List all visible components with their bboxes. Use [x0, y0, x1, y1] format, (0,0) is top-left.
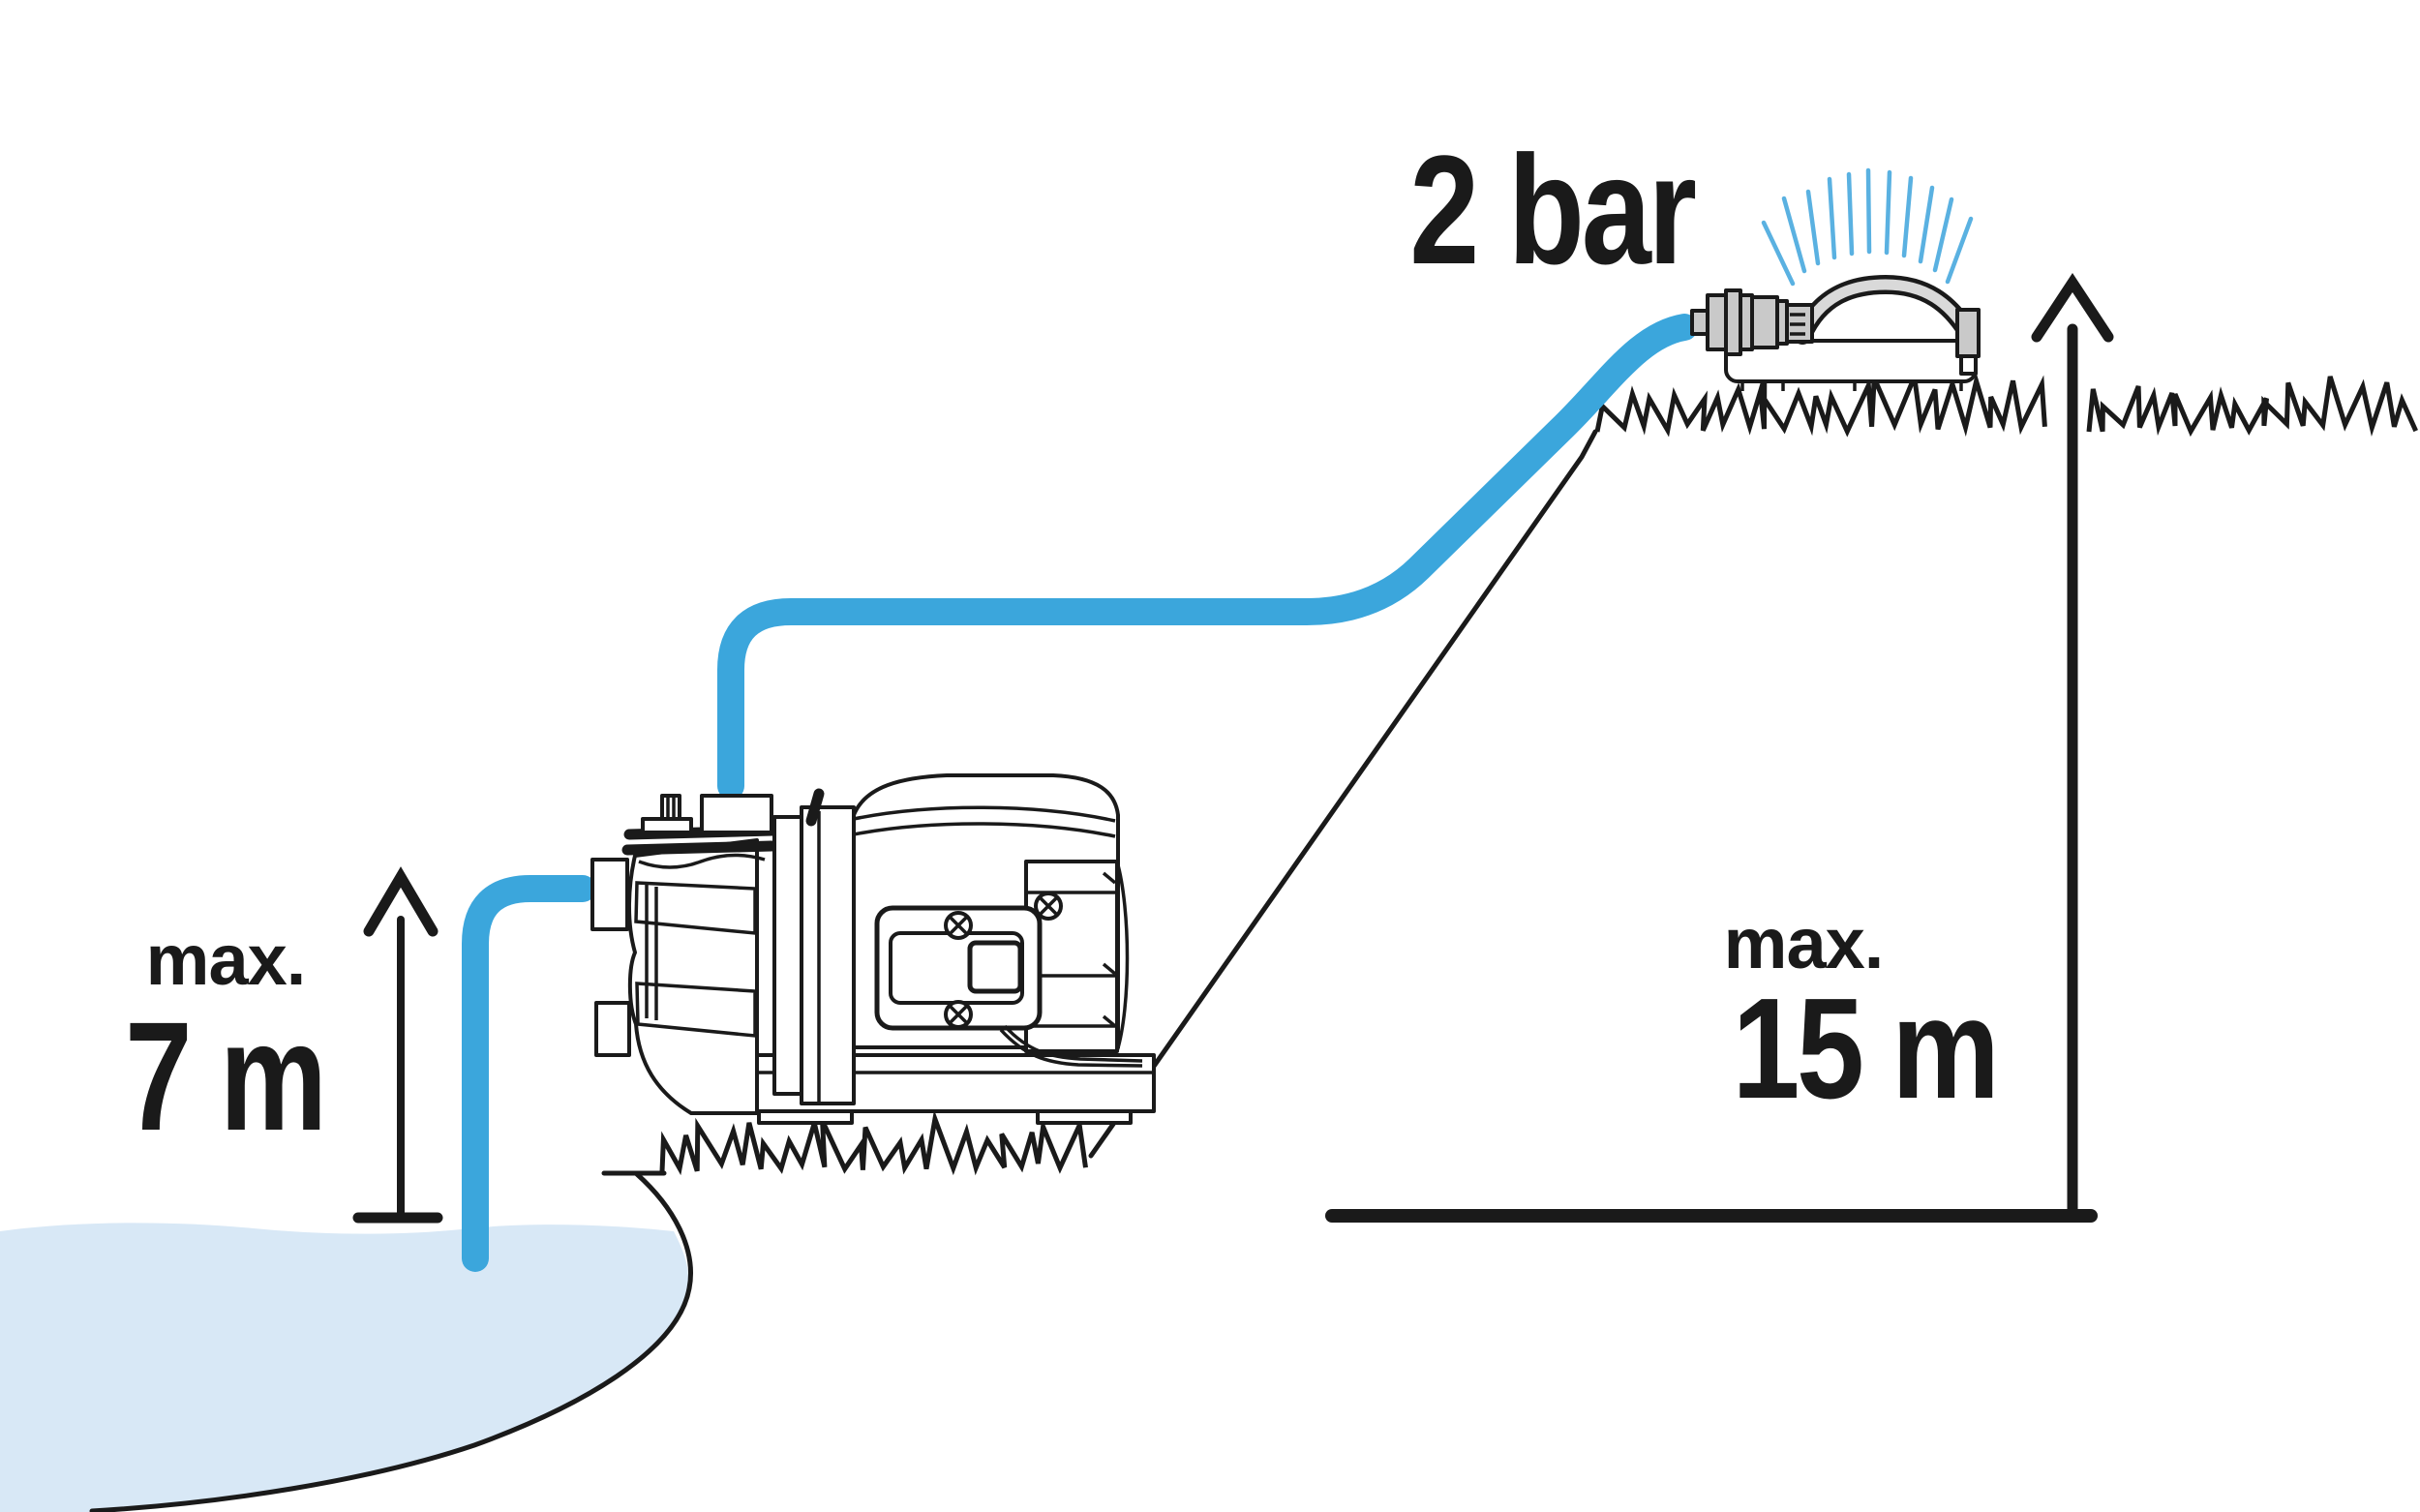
grass-upper-left [1594, 367, 2047, 438]
suction-max-label: max. [146, 920, 306, 1000]
suction-height-label: 7 m [125, 990, 324, 1163]
pump-nozzle-step [641, 817, 693, 834]
pump-motor-corner [805, 788, 825, 827]
suction-hose [462, 875, 596, 1272]
screw-icon [944, 1000, 973, 1029]
arch-end-cap [1955, 308, 1981, 358]
pump-filler-nozzle-lines [666, 798, 676, 817]
pump-lower-flange [594, 1001, 631, 1057]
delivery-arrow-head-icon [2031, 273, 2114, 343]
oscillating-sprinkler [1690, 167, 1981, 391]
grass-upper-right [2086, 376, 2418, 438]
pump-outlet-box [700, 794, 773, 834]
hose-connector [1690, 288, 1814, 356]
delivery-hose [717, 314, 1698, 800]
pump-control-panel [874, 905, 1043, 1031]
pressure-label: 2 bar [1409, 123, 1695, 296]
screw-icon [1034, 892, 1063, 921]
spray-arch-tube [1797, 279, 1973, 341]
connector-ring-tall [1724, 288, 1742, 356]
fin-notches [1102, 871, 1117, 1028]
suction-arrow-head-icon [363, 866, 439, 937]
pump-collar-narrow [772, 815, 803, 1096]
delivery-height-dimension [1325, 273, 2114, 1223]
pump-inlet-flange [590, 858, 629, 931]
pump-head-band-upper [634, 881, 757, 935]
pump-foot-left [757, 1109, 854, 1125]
pump-motor-roof-line-2 [853, 822, 1116, 838]
pump-head-band-lower [635, 982, 757, 1038]
fin-bulge [1115, 861, 1130, 1052]
terrain-slope [1088, 429, 1598, 1159]
pump-clamp-band-2 [621, 840, 777, 856]
pump-collar-wide [800, 805, 856, 1105]
pump-head-ribs [645, 885, 658, 1020]
panel-switch [967, 940, 1023, 994]
suction-height-dimension [352, 866, 443, 1224]
garden-pump [590, 773, 1156, 1125]
pump-head-seam [638, 853, 766, 869]
connector-nub [1690, 309, 1709, 336]
pump-filler-nozzle [660, 794, 681, 821]
arch-end-foot [1959, 354, 1978, 376]
delivery-max-label: max. [1724, 903, 1884, 983]
power-cord [999, 1024, 1143, 1068]
pond-edge-curve [89, 1171, 693, 1512]
screw-icon [944, 911, 973, 940]
connector-cylinder-2 [1750, 295, 1779, 349]
delivery-height-label: 15 m [1732, 969, 1996, 1129]
coupler-ridges [1790, 313, 1805, 336]
pump-head [626, 838, 759, 1115]
grass-lower [659, 1109, 1088, 1176]
pond-water [0, 1223, 689, 1512]
pump-foot-right [1036, 1109, 1133, 1125]
sprinkler-feet [1740, 381, 1963, 391]
water-spray-icon [1761, 167, 1974, 287]
pump-motor-roof-line-1 [853, 805, 1116, 823]
